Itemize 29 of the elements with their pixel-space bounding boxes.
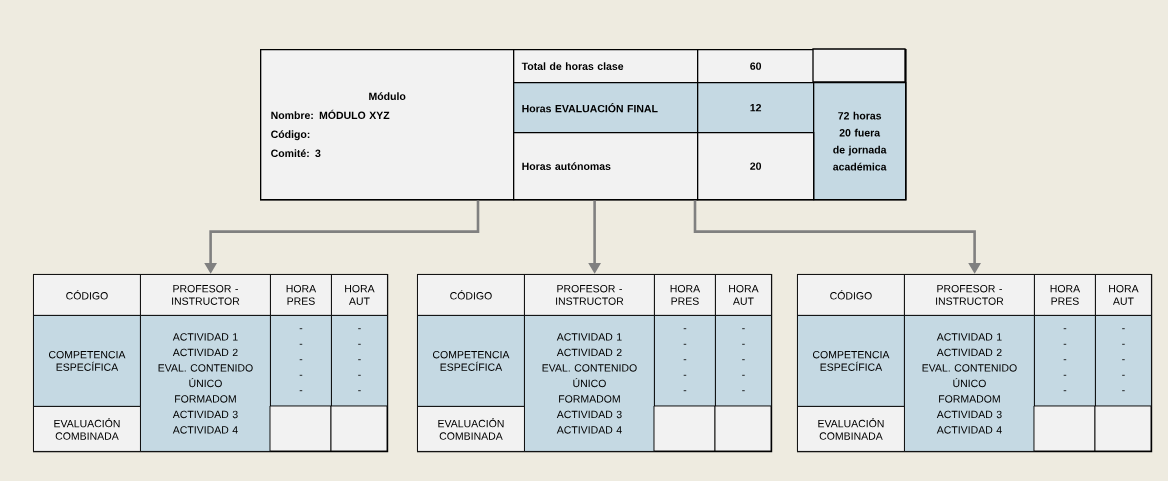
table-cell: COMPETENCIA ESPECÍFICA [417,315,525,407]
table-cell: Módulo Nombre: MÓDULO XYZ Código: Comité: 3 [260,49,515,201]
table-cell: Horas EVALUACIÓN FINAL [513,82,699,134]
table-cell: HORA AUT [715,274,772,316]
table-cell: - - - - - [715,315,772,407]
table-cell: HORA PRES [654,274,716,316]
table-cell: HORA PRES [270,274,332,316]
table-cell: Total de horas clase [513,49,699,84]
table-cell: EVALUACIÓN COMBINADA [417,406,525,452]
table-cell: EVALUACIÓN COMBINADA [33,406,141,452]
table-cell: - - - - - [1034,315,1096,407]
table-cell: 72 horas 20 fuera de jornada académica [813,82,907,201]
table-cell: 60 [697,49,815,84]
table-cell: CÓDIGO [33,274,141,316]
table-cell: 20 [697,132,815,201]
table-cell: Horas autónomas [513,132,699,201]
table-cell: - - - - - [270,315,332,407]
table-cell: HORA AUT [331,274,388,316]
table-cell: - - - - - [1095,315,1152,407]
table-cell: 12 [697,82,815,134]
table-cell: - - - - - [331,315,388,407]
table-cell: COMPETENCIA ESPECÍFICA [797,315,905,407]
table-cell: CÓDIGO [417,274,525,316]
table-cell: HORA AUT [1095,274,1152,316]
table-cell: EVALUACIÓN COMBINADA [797,406,905,452]
table-cell: - - - - - [654,315,716,407]
table-cell: COMPETENCIA ESPECÍFICA [33,315,141,407]
table-cell: CÓDIGO [797,274,905,316]
table-cell: HORA PRES [1034,274,1096,316]
